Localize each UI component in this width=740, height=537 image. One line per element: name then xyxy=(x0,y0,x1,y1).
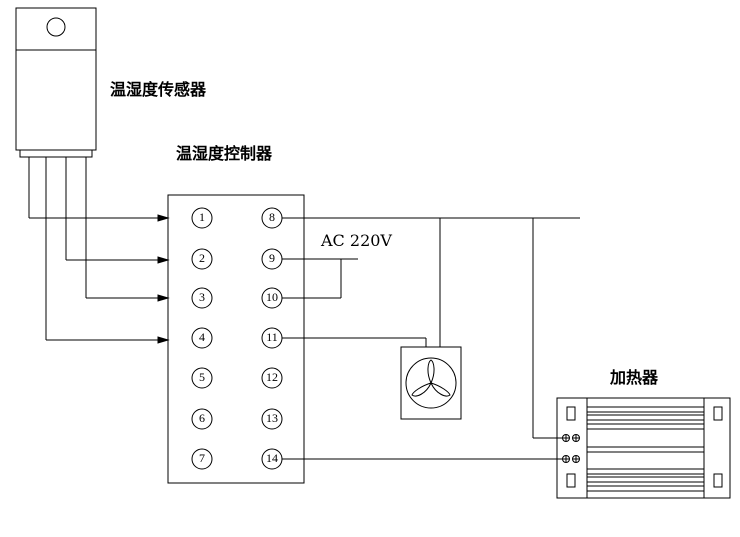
controller-box xyxy=(167,194,305,484)
terminal-circle xyxy=(191,408,213,430)
sensor-probe-icon xyxy=(15,7,97,340)
terminal-label: 7 xyxy=(199,451,205,465)
heater-port xyxy=(562,455,570,463)
terminal-label: 9 xyxy=(269,251,275,265)
terminal-label: 2 xyxy=(199,251,205,265)
heater-bar xyxy=(586,446,705,453)
terminal-label: 1 xyxy=(199,210,205,224)
output-wires xyxy=(282,217,580,460)
terminal-label: 11 xyxy=(266,330,278,344)
sensor-base xyxy=(19,149,93,158)
terminal-circle xyxy=(191,287,213,309)
terminal-label: 13 xyxy=(266,411,278,425)
terminal-circle xyxy=(261,408,283,430)
power-label: AC 220V xyxy=(321,231,392,250)
terminal-circle xyxy=(191,367,213,389)
heater-bar xyxy=(586,414,705,421)
heater-bar xyxy=(586,406,705,413)
sensor-mount-hole xyxy=(46,17,66,37)
controller-label: 温湿度控制器 xyxy=(176,144,273,163)
terminal-label: 6 xyxy=(199,411,205,425)
heater-bar xyxy=(586,485,705,492)
heater-label: 加热器 xyxy=(610,368,659,387)
heater-element-icon xyxy=(556,397,731,499)
terminal-label: 4 xyxy=(199,330,205,344)
sensor-body xyxy=(15,49,97,151)
terminal-circle xyxy=(191,448,213,470)
terminal-label: 8 xyxy=(269,210,275,224)
terminal-label: 14 xyxy=(266,451,278,465)
terminal-label: 10 xyxy=(266,290,278,304)
heater-bar xyxy=(586,423,705,430)
terminal-circle xyxy=(191,248,213,270)
sensor-wires xyxy=(29,214,170,344)
heater-port xyxy=(572,434,580,442)
heater-port xyxy=(562,434,570,442)
sensor-label: 温湿度传感器 xyxy=(110,80,207,99)
heater-bar xyxy=(586,476,705,483)
terminal-circle xyxy=(191,327,213,349)
terminal-circle xyxy=(261,367,283,389)
sensor-head xyxy=(15,7,97,51)
heater-port xyxy=(572,455,580,463)
terminal-label: 12 xyxy=(266,370,278,384)
terminal-circle xyxy=(191,207,213,229)
terminal-circles xyxy=(191,207,283,470)
terminal-label: 3 xyxy=(199,290,205,304)
terminal-label: 5 xyxy=(199,370,205,384)
heater-bar xyxy=(586,468,705,475)
fan-icon xyxy=(400,346,462,420)
